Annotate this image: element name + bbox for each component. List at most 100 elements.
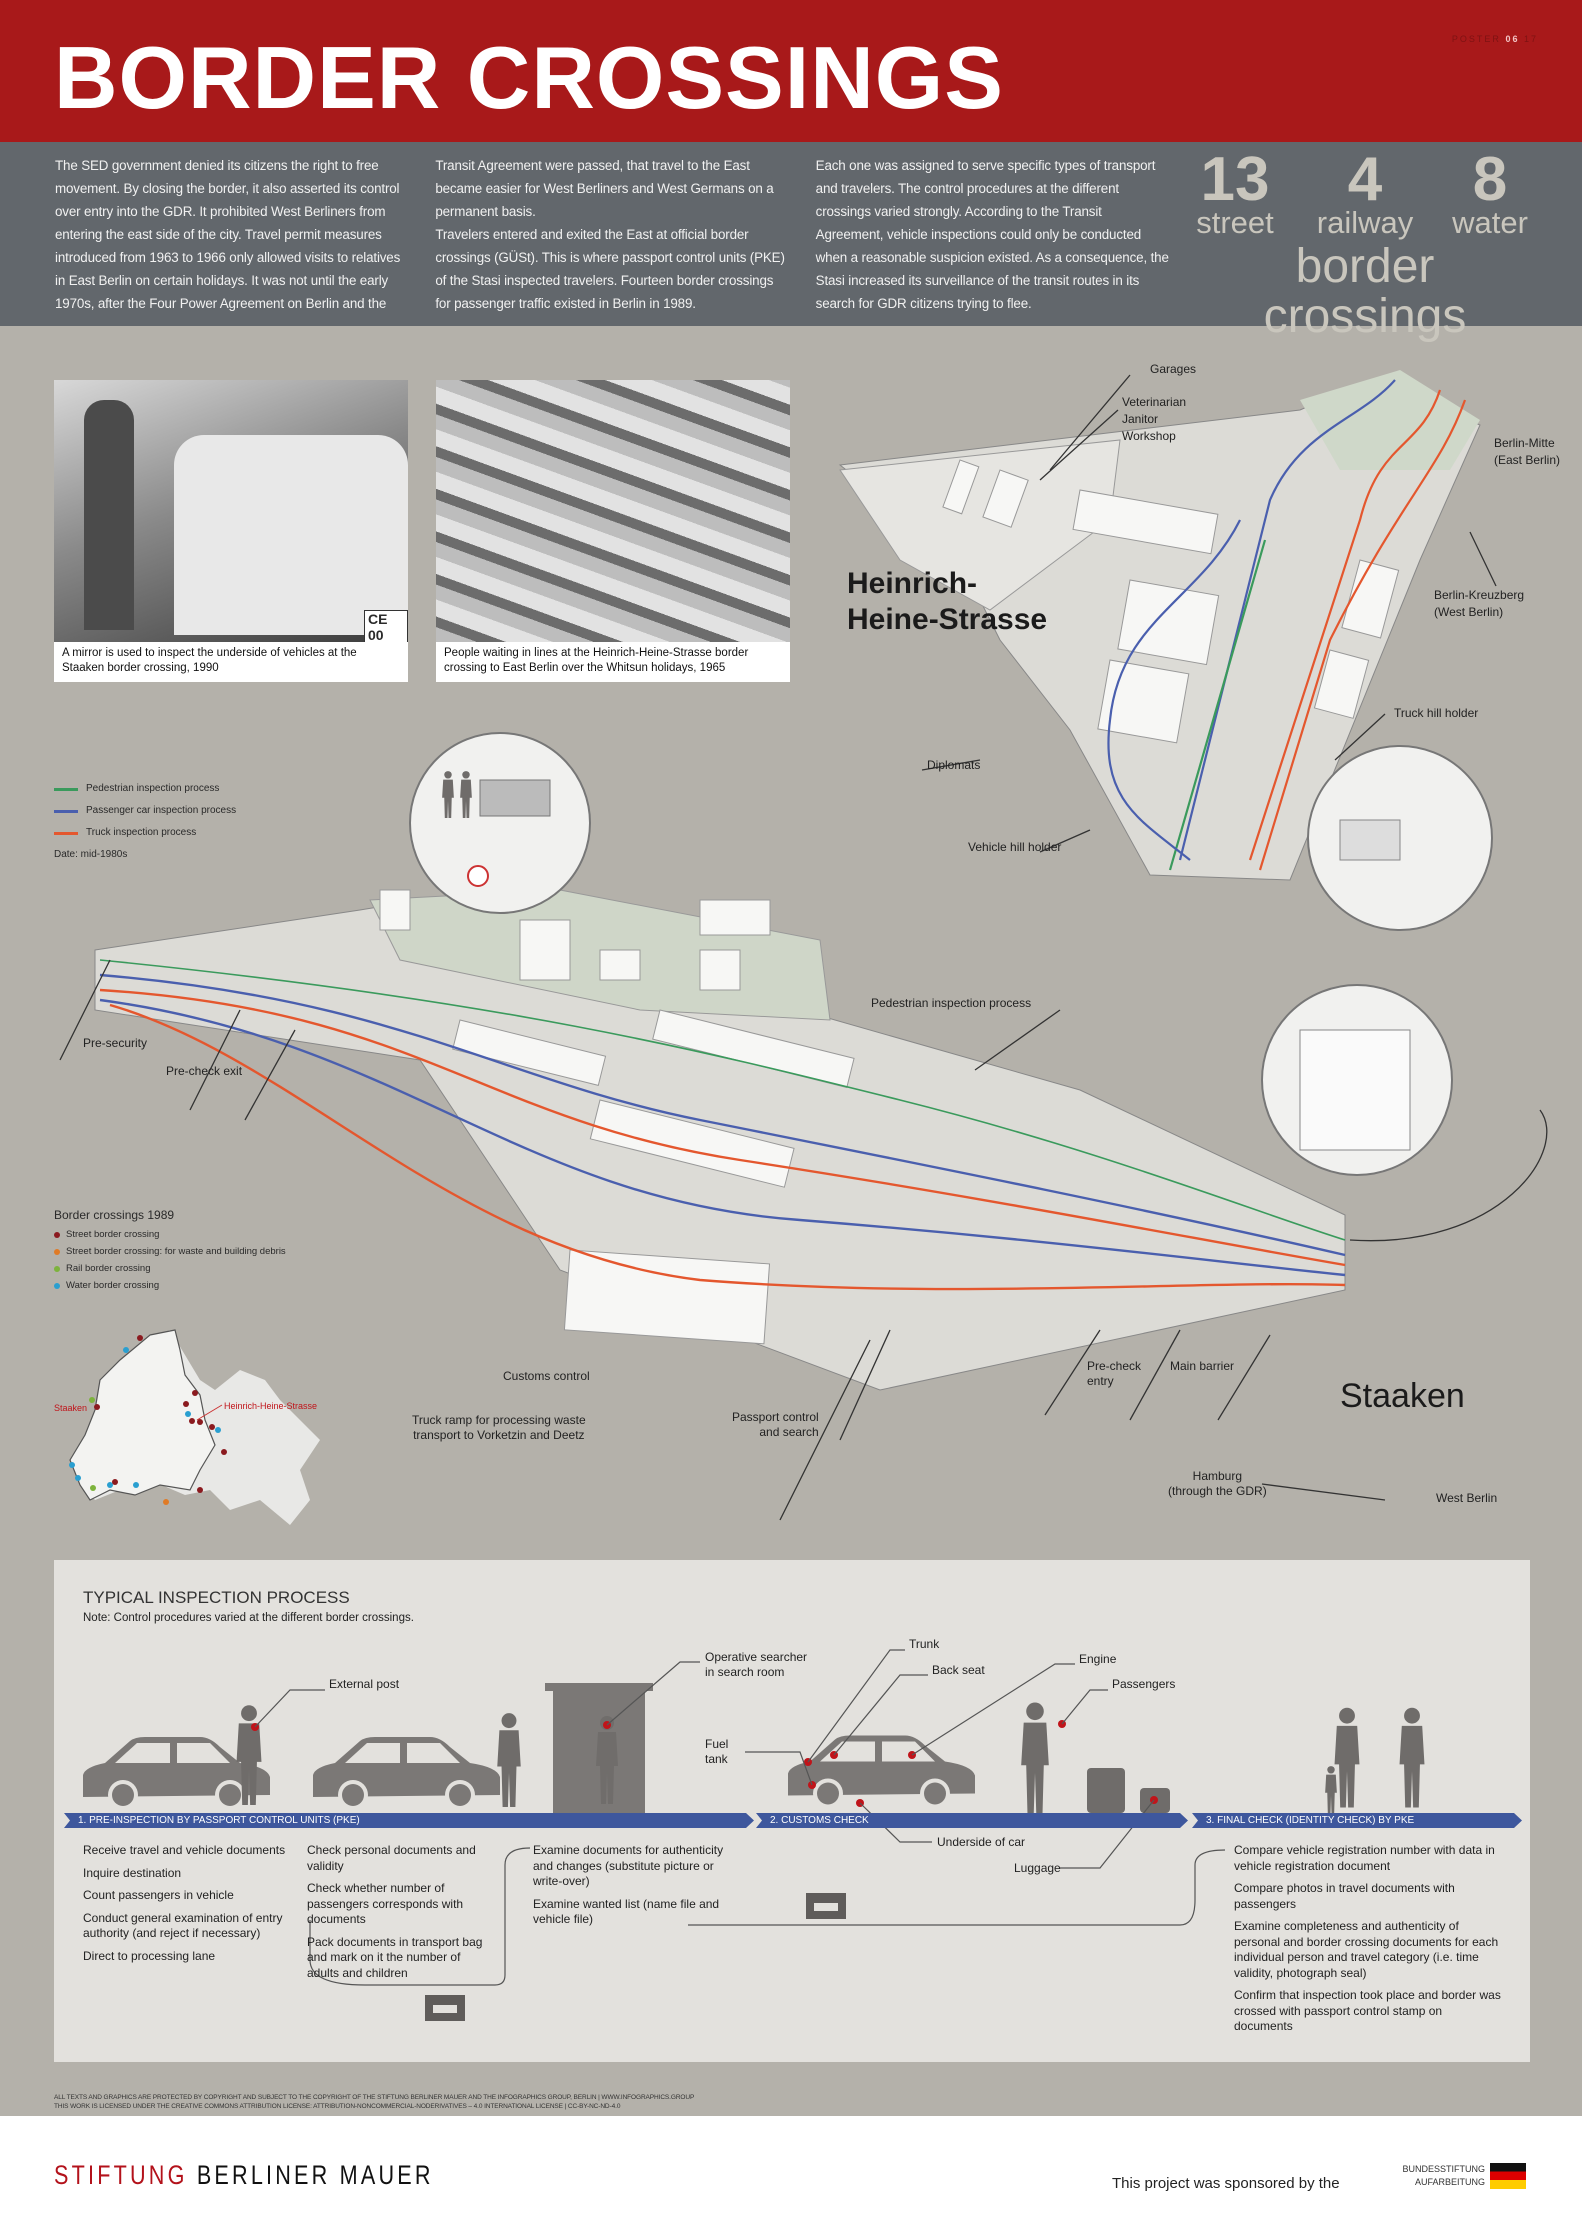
task-item: Examine completeness and authenticity of… — [1234, 1919, 1499, 1980]
label-west-berlin: (West Berlin) — [1434, 605, 1504, 619]
label-line: Pre-check — [1087, 1359, 1142, 1373]
label-main-barrier: Main barrier — [1170, 1359, 1235, 1373]
label-pre-security: Pre-security — [83, 1036, 148, 1050]
west-berlin-shape — [69, 1329, 216, 1501]
task-item: Pack documents in transport bag and mark… — [307, 1934, 483, 1980]
label-janitor: Janitor — [1122, 412, 1159, 426]
photo-image: CE 00 — [54, 380, 408, 642]
sponsor-text: This project was sponsored by the — [1112, 2175, 1340, 2192]
legend-item: Street border crossing — [54, 1226, 286, 1243]
task-item: Check personal documents and validity — [307, 1843, 476, 1873]
poster-label: POSTER — [1451, 34, 1501, 44]
map-label-staaken: Staaken — [54, 1403, 88, 1413]
stage-3-bar: 3. FINAL CHECK (IDENTITY CHECK) BY PKE — [1192, 1813, 1522, 1828]
intro-paragraph: Each one was assigned to serve specific … — [815, 158, 1169, 311]
legend-label: Truck inspection process — [86, 827, 197, 838]
stat-label: water — [1452, 205, 1528, 240]
legend-label: Rail border crossing — [66, 1263, 151, 1274]
tasks-final-check: Compare vehicle registration number with… — [1234, 1843, 1504, 2042]
poster-current: 06 — [1505, 34, 1520, 44]
legend-label: Passenger car inspection process — [86, 805, 237, 816]
label-line: tank — [705, 1752, 728, 1766]
legend-swatch — [54, 831, 78, 835]
legend-label: Street border crossing — [66, 1229, 160, 1240]
copyright-notice: ALL TEXTS AND GRAPHICS ARE PROTECTED BY … — [54, 2093, 694, 2111]
callout-external-post: External post — [329, 1677, 400, 1691]
label-west-berlin-direction: West Berlin — [1436, 1491, 1498, 1505]
heinrich-title-line: Heinrich- — [847, 567, 978, 600]
stat-number: 8 — [1472, 145, 1508, 214]
label-line: in search room — [705, 1665, 785, 1679]
stage-1-bar: 1. PRE-INSPECTION BY PASSPORT CONTROL UN… — [64, 1813, 754, 1828]
label-line: and search — [759, 1425, 819, 1439]
sponsor-line: BUNDESSTIFTUNG — [1402, 2164, 1485, 2174]
inspection-title: TYPICAL INSPECTION PROCESS — [83, 1588, 350, 1607]
photo-image — [436, 380, 790, 642]
label-line: transport to Vorketzin and Deetz — [413, 1428, 585, 1442]
staaken-title: Staaken — [1340, 1377, 1465, 1415]
callout-engine: Engine — [1079, 1652, 1117, 1666]
stat-number: 4 — [1347, 145, 1383, 214]
label-workshop: Workshop — [1122, 429, 1176, 443]
berlin-map-legend: Border crossings 1989 Street border cros… — [54, 1208, 286, 1294]
stats-caption: border crossings — [1263, 240, 1467, 343]
map-label-heinrich-heine: Heinrich-Heine-Strasse — [224, 1401, 318, 1411]
callout-luggage: Luggage — [1014, 1861, 1061, 1875]
task-item: Receive travel and vehicle documents — [83, 1843, 286, 1857]
intro-paragraph: The SED government denied its citizens t… — [55, 158, 774, 311]
copyright-line: ALL TEXTS AND GRAPHICS ARE PROTECTED BY … — [54, 2094, 695, 2101]
label-line: Passport control — [732, 1410, 819, 1424]
legend-date: Date: mid-1980s — [54, 849, 128, 860]
label-line: (through the GDR) — [1168, 1484, 1267, 1498]
label-pedestrian-inspection: Pedestrian inspection process — [871, 996, 1032, 1010]
label-hamburg: Hamburg(through the GDR) — [1168, 1469, 1267, 1499]
copyright-line: THIS WORK IS LICENSED UNDER THE CREATIVE… — [54, 2103, 621, 2110]
callout-back-seat: Back seat — [932, 1663, 985, 1677]
tasks-pre-inspection: Receive travel and vehicle documents Inq… — [83, 1843, 303, 1971]
crossing-dots — [69, 1335, 227, 1505]
legend-dot — [54, 1231, 60, 1238]
stat-label: street — [1196, 205, 1274, 240]
legend-item: Water border crossing — [54, 1277, 286, 1294]
legend-swatch — [54, 809, 78, 813]
label-berlin-mitte: Berlin-Mitte — [1494, 436, 1555, 450]
logo-red-text: STIFTUNG — [54, 2160, 188, 2190]
label-garages: Garages — [1150, 362, 1197, 376]
legend-label: Pedestrian inspection process — [86, 783, 220, 794]
label-berlin-kreuzberg: Berlin-Kreuzberg — [1434, 588, 1525, 602]
legend-label: Water border crossing — [66, 1280, 160, 1291]
task-item: Conduct general examination of entry aut… — [83, 1910, 283, 1941]
legend-item: Rail border crossing — [54, 1260, 286, 1277]
callout-trunk: Trunk — [909, 1637, 940, 1651]
label-customs-control: Customs control — [503, 1369, 590, 1383]
license-plate: CE 00 — [364, 610, 408, 642]
label-vehicle-hill-holder: Vehicle hill holder — [968, 840, 1062, 854]
detail-circle-customs — [409, 732, 591, 914]
logo-black-text: BERLINER MAUER — [196, 2160, 434, 2190]
legend-dot — [54, 1282, 60, 1289]
legend-item: Pedestrian inspection process — [54, 778, 236, 800]
heinrich-title: Heinrich-Heine-Strasse — [847, 566, 1047, 638]
label-truck-hill-holder: Truck hill holder — [1394, 706, 1479, 720]
stage-2-bar: 2. CUSTOMS CHECK — [756, 1813, 1188, 1828]
tasks-documents: Check personal documents and validity Ch… — [307, 1843, 492, 1988]
task-item: Check whether number of passengers corre… — [307, 1881, 464, 1926]
task-item: Compare vehicle registration number with… — [1234, 1843, 1495, 1873]
inspection-content: TYPICAL INSPECTION PROCESS Note: Control… — [54, 1560, 1530, 2062]
page-title: BORDER CROSSINGS — [54, 28, 1004, 127]
stat-label: railway — [1316, 205, 1414, 240]
callout-underside: Underside of car — [937, 1835, 1026, 1849]
task-item: Confirm that inspection took place and b… — [1234, 1988, 1501, 2033]
legend-item: Street border crossing: for waste and bu… — [54, 1243, 286, 1260]
intro-text: The SED government denied its citizens t… — [55, 154, 1170, 315]
label-veterinarian: Veterinarian — [1122, 395, 1187, 409]
photo-caption: People waiting in lines at the Heinrich-… — [444, 647, 749, 674]
inspection-note: Note: Control procedures varied at the d… — [83, 1612, 414, 1624]
